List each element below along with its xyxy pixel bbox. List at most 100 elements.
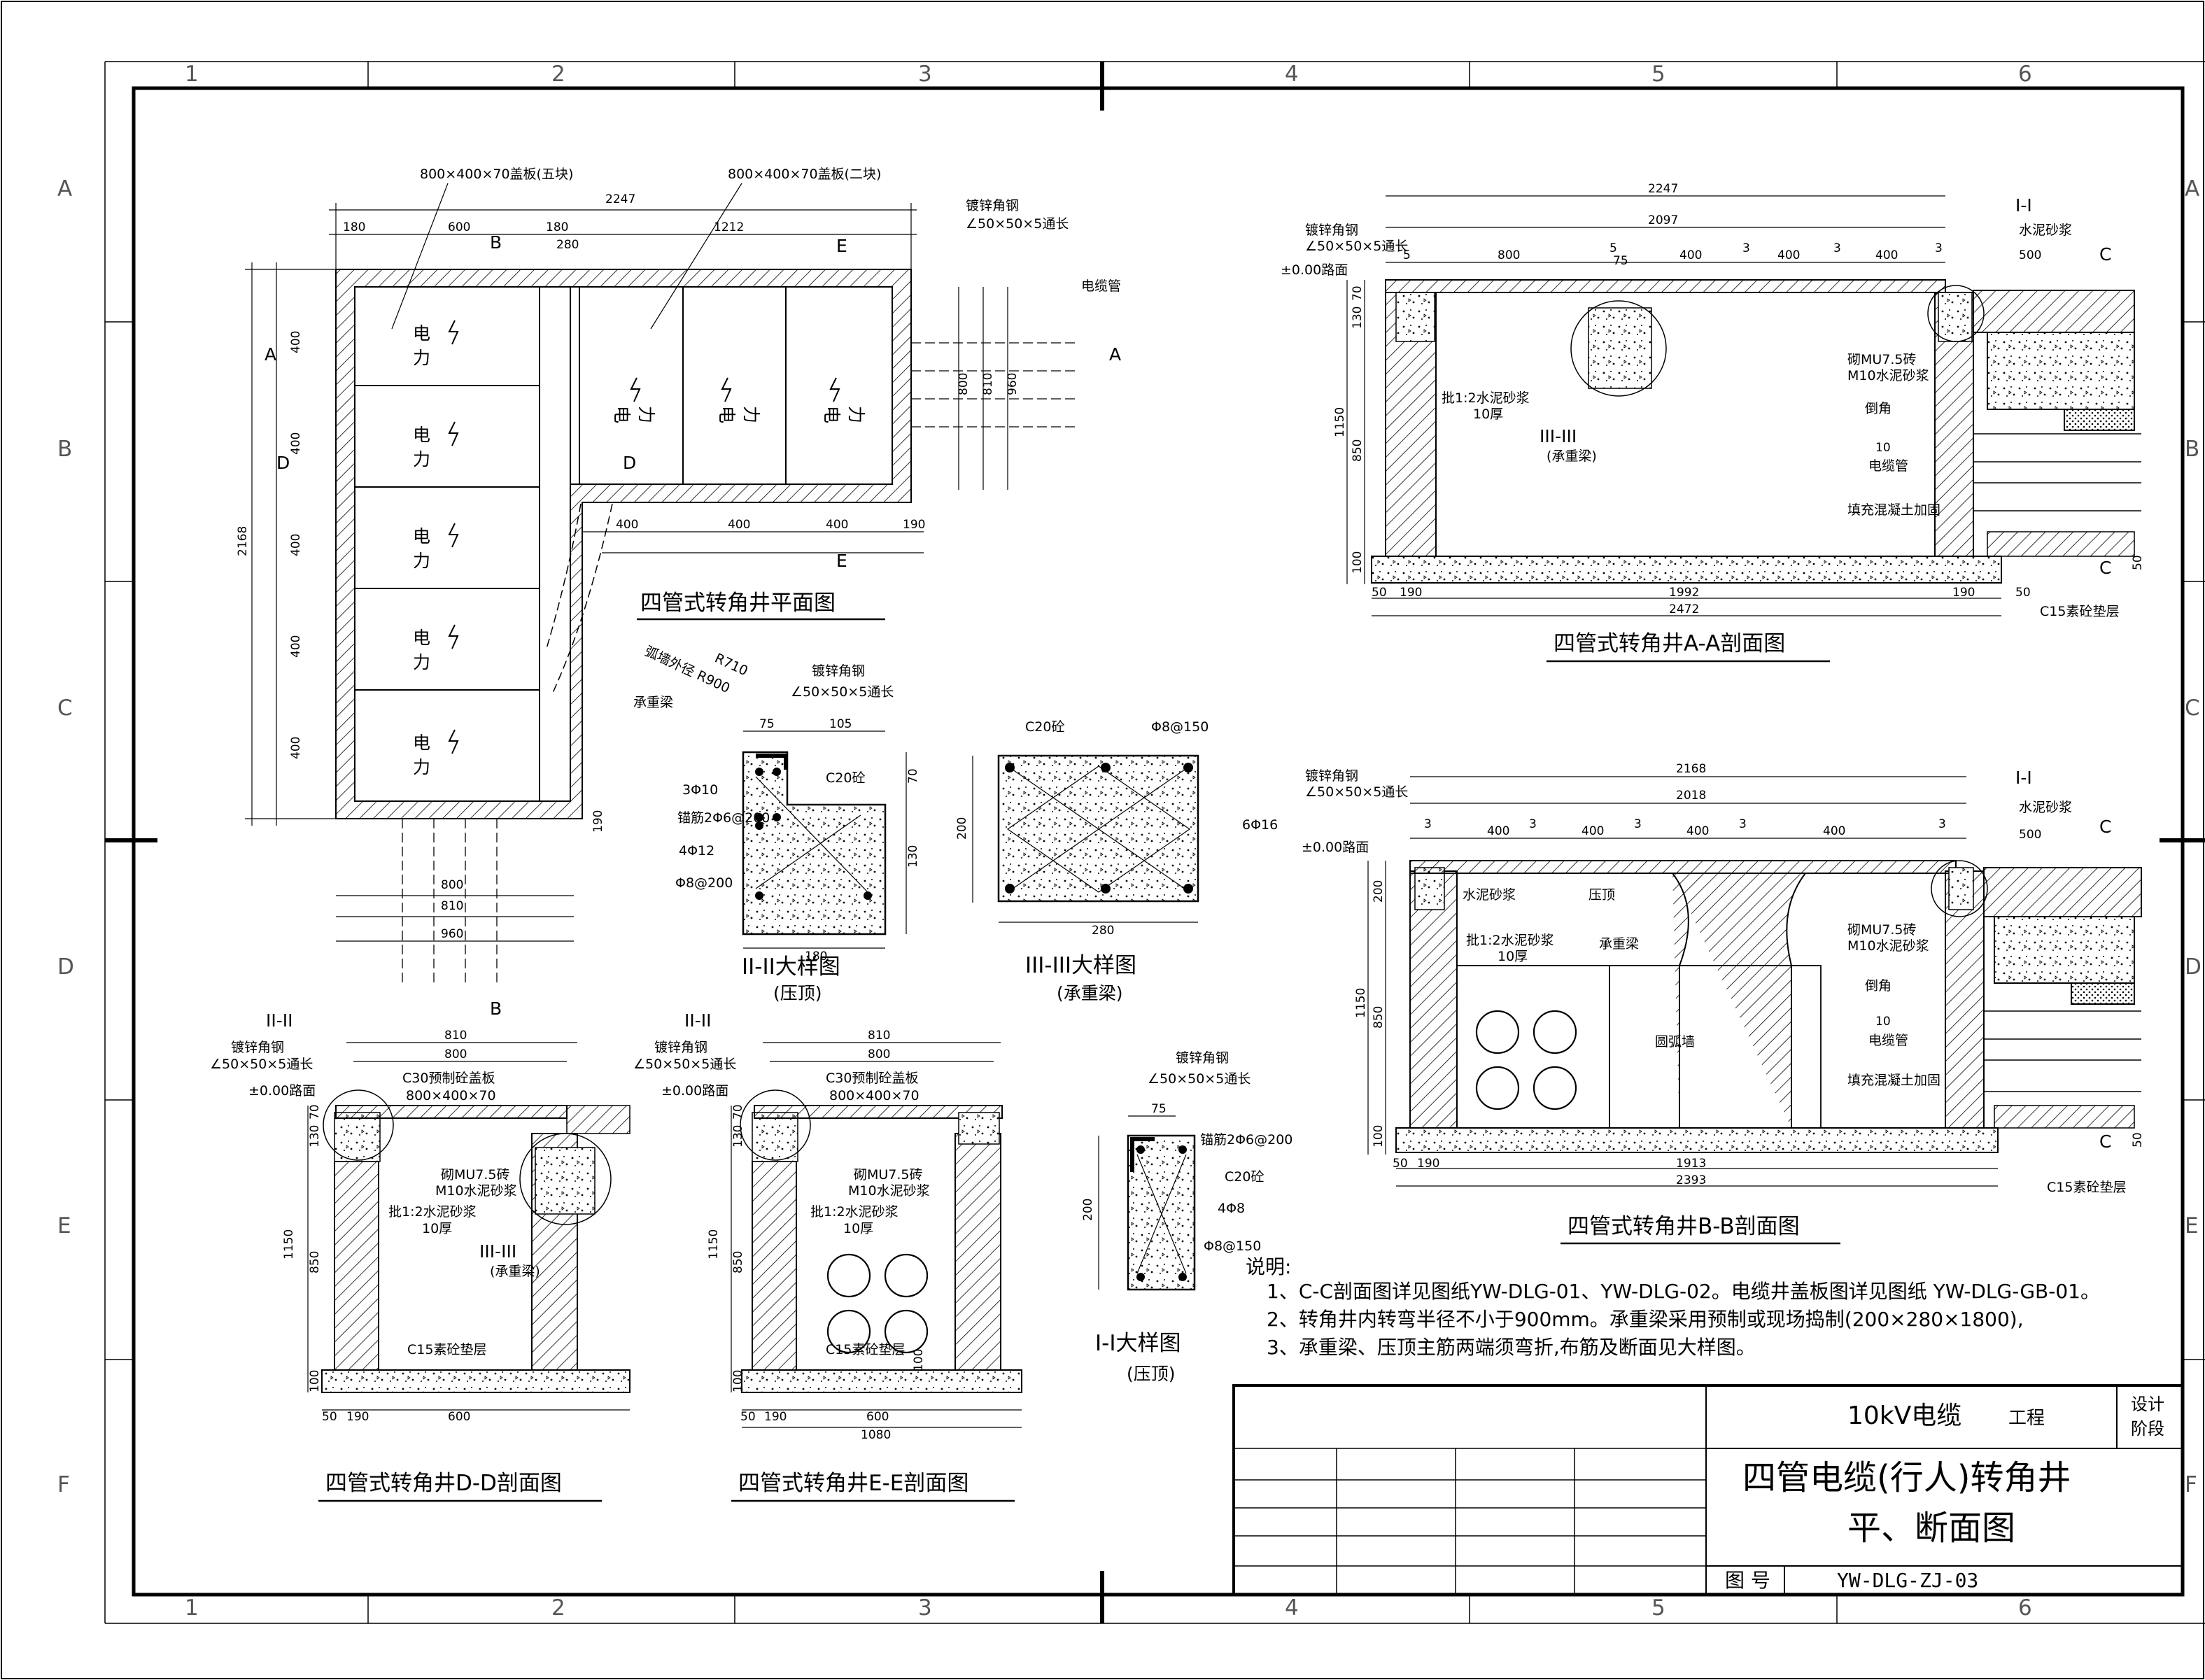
section-ee: 810 800 70 130 1150 850 100 50 190 600 1… xyxy=(633,1010,1022,1502)
bb-angle-spec: ∠50×50×5通长 xyxy=(1305,784,1408,800)
cell-label: 电 xyxy=(413,323,430,344)
cover-slab xyxy=(1385,279,1946,293)
dd-plaster-thk: 10厚 xyxy=(422,1221,452,1236)
bearing-beam-label: 承重梁 xyxy=(633,695,673,710)
angle-steel-spec: ∠50×50×5通长 xyxy=(966,216,1069,232)
aa-dim-lines xyxy=(1346,195,2001,616)
side-fill xyxy=(1987,531,2135,557)
plan-cover-slabs xyxy=(354,286,893,802)
cell-label: 力 xyxy=(636,406,656,423)
dim-text: 800 xyxy=(957,373,971,395)
aa-cushion: C15素砼垫层 xyxy=(2040,604,2119,619)
d2-title: II-II大样图 xyxy=(742,954,840,980)
dim-text: 5 xyxy=(1403,248,1411,262)
bb-angle-steel: 镀锌角钢 xyxy=(1305,768,1358,784)
dim-text: 600 xyxy=(866,1410,889,1424)
bb-section-mark: I-I xyxy=(2015,768,2032,788)
section-dd: 810 800 70 130 1150 850 100 50 190 600 I… xyxy=(210,1010,630,1502)
ee-cover-size: 800×400×70 xyxy=(829,1088,920,1103)
cell-label: 力 xyxy=(846,406,866,423)
subbase xyxy=(1987,332,2135,410)
dim-text: 3 xyxy=(1938,817,1946,831)
dim-text: 2472 xyxy=(1669,602,1699,616)
bb-mortar-cap: 水泥砂浆 xyxy=(1463,887,1516,903)
dim-text: 850 xyxy=(308,1251,322,1273)
dd-mark: II-II xyxy=(266,1010,293,1031)
bb-chamfer: 倒角 xyxy=(1865,978,1891,994)
col-label: 1 xyxy=(185,1595,199,1621)
project-name: 10kV电缆 xyxy=(1847,1402,1961,1430)
arc-wall-area xyxy=(1456,965,1822,1129)
dim-text: 50 xyxy=(2131,1132,2145,1148)
d2-stirrup: Φ8@200 xyxy=(675,875,733,891)
dim-text: 2247 xyxy=(605,192,635,206)
dim-text: 400 xyxy=(1679,248,1702,262)
aa-mortar: 水泥砂浆 xyxy=(2019,223,2072,238)
dim-text: 400 xyxy=(1875,248,1898,262)
row-label: F xyxy=(57,1472,70,1497)
cable-pipes xyxy=(1984,1010,2141,1092)
cell-label: 电 xyxy=(612,406,632,423)
dim-text: 3 xyxy=(1833,241,1841,255)
notes: 说明: 1、C-C剖面图详见图纸YW-DLG-01、YW-DLG-02。电缆井盖… xyxy=(1246,1255,2100,1359)
beam-callout xyxy=(1570,300,1667,397)
drawing-title: 四管电缆(行人)转角井 xyxy=(1742,1458,2071,1497)
dd-cover-size: 800×400×70 xyxy=(406,1088,496,1103)
rebar-dots xyxy=(755,768,872,900)
dim-text: 75 xyxy=(1613,254,1628,268)
bb-brick: 砌MU7.5砖 xyxy=(1847,922,1917,938)
dim-text: 960 xyxy=(441,927,463,941)
dim-text: 800 xyxy=(444,1047,467,1061)
ee-title: 四管式转角井E-E剖面图 xyxy=(738,1471,968,1496)
ee-angle-steel: 镀锌角钢 xyxy=(654,1040,707,1055)
bb-road: ±0.00路面 xyxy=(1302,840,1369,855)
dim-text: 50 xyxy=(1393,1157,1408,1171)
dim-text: 400 xyxy=(289,331,303,353)
dim-text: 400 xyxy=(1823,824,1845,838)
dim-text: 180 xyxy=(546,220,568,234)
dim-text: 280 xyxy=(556,238,579,252)
bb-pipes xyxy=(1475,1010,1577,1110)
power-symbols xyxy=(448,320,840,754)
cell-label: 力 xyxy=(413,449,430,470)
aa-plaster-thk: 10厚 xyxy=(1473,407,1503,422)
col-label: 1 xyxy=(185,62,199,87)
ee-brick: 砌MU7.5砖 xyxy=(854,1167,923,1183)
row-label: E xyxy=(57,1213,71,1238)
dd-cushion: C15素砼垫层 xyxy=(407,1342,486,1357)
dim-text: 50 xyxy=(740,1410,756,1424)
dim-text: 400 xyxy=(1777,248,1800,262)
right-cap xyxy=(1938,292,1973,342)
cable-pipe-label: 电缆管 xyxy=(1081,278,1121,294)
section-mark-d: D xyxy=(623,453,636,473)
cell-label: 电 xyxy=(822,406,842,423)
bb-brick-mortar: M10水泥砂浆 xyxy=(1847,938,1929,954)
section-mark-a: A xyxy=(265,344,276,365)
left-cap xyxy=(1395,292,1435,342)
dim-text: 75 xyxy=(1151,1102,1167,1116)
dim-text: 100 xyxy=(1351,551,1365,574)
bb-arc-wall: 圆弧墙 xyxy=(1655,1034,1695,1050)
arc-r710-label: R710 xyxy=(712,651,750,679)
aa-c-mark: C xyxy=(2099,244,2111,264)
d1-stirrup: Φ8@150 xyxy=(1204,1238,1261,1254)
dim-text: 3 xyxy=(1529,817,1537,831)
cover-note-two: 800×400×70盖板(二块) xyxy=(728,167,881,182)
dim-text: 130 xyxy=(731,1125,745,1148)
dim-text: 2018 xyxy=(1676,789,1706,803)
d2-anchor: 锚筋2Φ6@200 xyxy=(677,810,770,826)
aa-angle-steel: 镀锌角钢 xyxy=(1305,223,1358,238)
dim-text: 800 xyxy=(1498,248,1520,262)
note-line: 1、C-C剖面图详见图纸YW-DLG-01、YW-DLG-02。电缆井盖板图详见… xyxy=(1267,1280,2100,1303)
ee-mark: II-II xyxy=(684,1010,712,1031)
row-label: A xyxy=(2185,176,2199,202)
left-wall xyxy=(1409,870,1458,1148)
row-label: C xyxy=(2185,696,2200,721)
stage-label: 设计 xyxy=(2131,1395,2164,1414)
cell-label: 电 xyxy=(413,425,430,445)
ee-plaster: 批1:2水泥砂浆 xyxy=(810,1204,899,1220)
cell-label: 力 xyxy=(413,348,430,368)
side-fill xyxy=(1994,1105,2135,1129)
dim-text: 100 xyxy=(731,1370,745,1392)
